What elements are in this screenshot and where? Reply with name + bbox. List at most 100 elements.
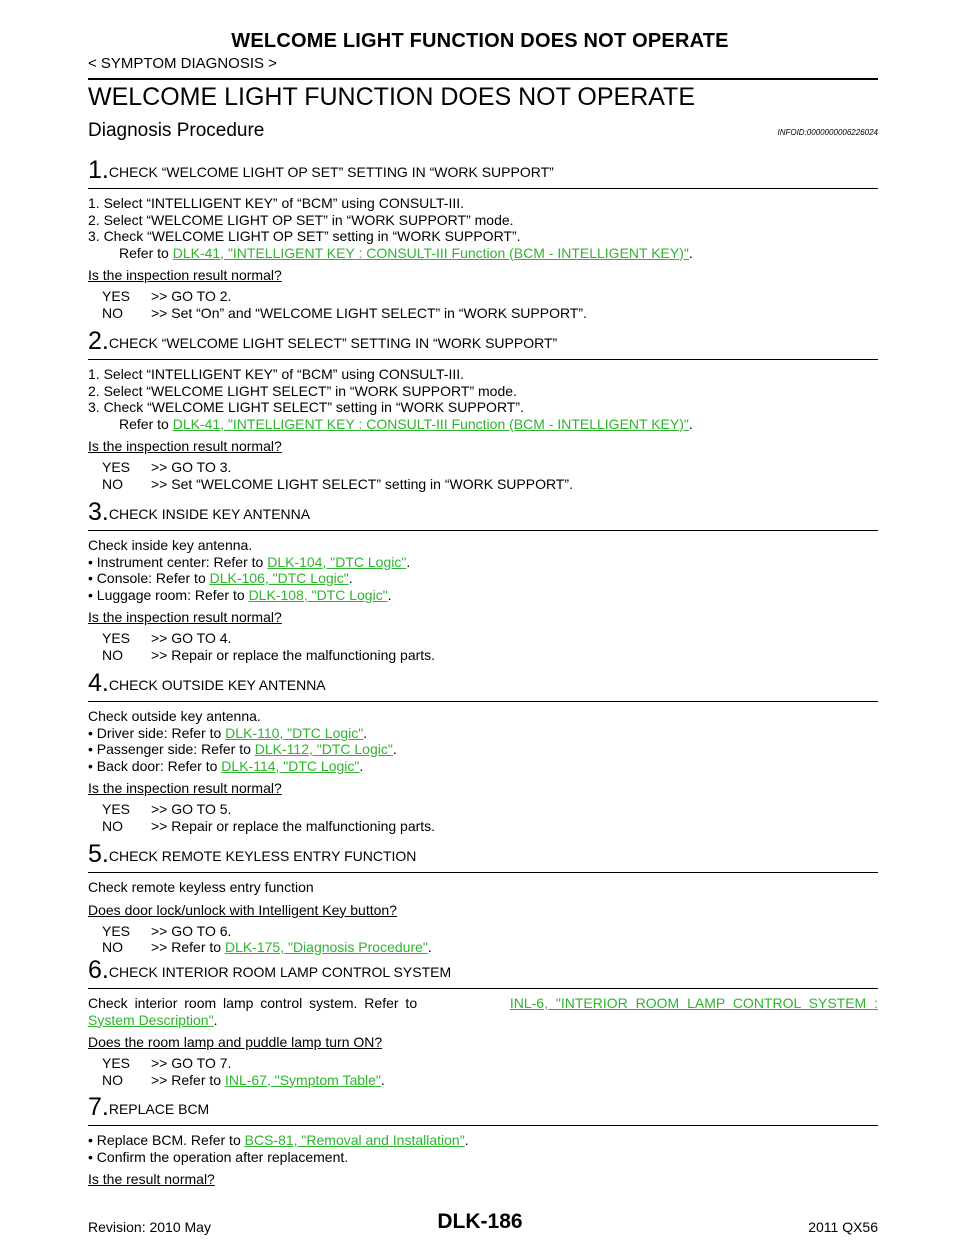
intro-line-cont: System Description". (88, 1012, 878, 1029)
bullet-text: • Driver side: Refer to (88, 724, 226, 741)
instruction-line: 3. Check “WELCOME LIGHT SELECT” setting … (88, 399, 524, 415)
answers: YES>> GO TO 3. NO >> Set “WELCOME LIGHT S… (88, 459, 878, 492)
answer-yes: YES>> GO TO 3. (102, 459, 878, 476)
no-text: >> Set “WELCOME LIGHT SELECT” setting in… (151, 475, 573, 492)
yes-label: YES (102, 801, 131, 817)
reference-link[interactable]: DLK-112, "DTC Logic" (254, 741, 393, 757)
answer-no: NO >> Set “On” and “WELCOME LIGHT SELECT”… (102, 305, 878, 322)
step-5: 5.CHECK REMOTE KEYLESS ENTRY FUNCTION Ch… (88, 840, 878, 956)
no-label: NO (102, 817, 123, 834)
instruction-line: 3. Check “WELCOME LIGHT OP SET” setting … (88, 228, 521, 244)
answer-yes: YES >> GO TO 6. (102, 923, 878, 940)
question: Is the inspection result normal? (88, 609, 282, 625)
reference-link[interactable]: INL-6, "INTERIOR ROOM LAMP CONTROL SYSTE… (509, 995, 878, 1011)
reference-link[interactable]: DLK-114, "DTC Logic" (221, 757, 360, 774)
reference-link[interactable]: DLK-110, "DTC Logic" (225, 724, 364, 741)
diagnosis-title: Diagnosis Procedure (88, 120, 265, 141)
step-title: CHECK OUTSIDE KEY ANTENNA (108, 677, 326, 693)
yes-label: YES (102, 922, 131, 939)
step-body: Check outside key antenna. • Driver side… (88, 708, 878, 774)
period: . (363, 724, 368, 741)
step-number: 6. (88, 956, 109, 984)
yes-text: >> GO TO 5. (151, 801, 232, 817)
instruction-line: 2. Select “WELCOME LIGHT OP SET” in “WOR… (88, 211, 514, 228)
no-label: NO (102, 646, 123, 663)
answers: YES>> GO TO 7. NO>> Refer to INL-67, "Sy… (88, 1055, 878, 1088)
step-body: Check inside key antenna. • Instrument c… (88, 537, 878, 603)
step-title: CHECK INSIDE KEY ANTENNA (108, 506, 311, 522)
answer-no: NO >> Repair or replace the malfunctionin… (102, 647, 878, 664)
question: Does the room lamp and puddle lamp turn … (88, 1034, 383, 1050)
period: . (359, 757, 364, 774)
yes-text: >> GO TO 4. (151, 630, 232, 646)
step-number: 2. (88, 327, 109, 355)
no-text: >> Repair or replace the malfunctioning … (151, 646, 436, 663)
yes-text: >> GO TO 3. (151, 459, 232, 475)
step-title: REPLACE BCM (108, 1101, 210, 1117)
reference-link[interactable]: DLK-41, "INTELLIGENT KEY : CONSULT-III F… (172, 244, 689, 261)
reference-link[interactable]: DLK-106, "DTC Logic" (209, 570, 349, 586)
yes-text: >> GO TO 7. (151, 1055, 232, 1071)
question: Does door lock/unlock with Intelligent K… (88, 901, 397, 918)
step-heading: 7.REPLACE BCM (88, 1093, 878, 1126)
no-label: NO (102, 475, 123, 492)
period: . (427, 939, 432, 955)
step-body: 1. Select “INTELLIGENT KEY” of “BCM” usi… (88, 366, 878, 432)
bullet-item: • Replace BCM. Refer to BCS-81, "Removal… (88, 1132, 878, 1149)
period: . (406, 553, 411, 570)
yes-label: YES (102, 630, 131, 646)
period: . (392, 741, 397, 757)
yes-text: >> GO TO 6. (151, 922, 232, 939)
step-title: CHECK “WELCOME LIGHT OP SET” SETTING IN … (108, 164, 554, 180)
answer-yes: YES >> GO TO 5. (102, 801, 878, 818)
period: . (380, 1071, 385, 1088)
period: . (464, 1132, 469, 1148)
bullet-item: • Console: Refer to DLK-106, "DTC Logic"… (88, 570, 878, 587)
reference-link[interactable]: BCS-81, "Removal and Installation" (244, 1132, 465, 1148)
answer-yes: YES>> GO TO 2. (102, 288, 878, 305)
refer-prefix: Refer to (119, 415, 173, 432)
intro-line: Check remote keyless entry function (88, 879, 314, 895)
reference-link[interactable]: DLK-175, "Diagnosis Procedure" (224, 939, 428, 955)
info-id: INFOID:0000000006226024 (777, 128, 878, 137)
running-header-title: WELCOME LIGHT FUNCTION DOES NOT OPERATE (231, 30, 729, 52)
period: . (688, 244, 693, 261)
no-label: NO (102, 304, 123, 321)
reference-link[interactable]: DLK-41, "INTELLIGENT KEY : CONSULT-III F… (172, 415, 689, 432)
bullet-text: • Passenger side: Refer to (88, 741, 255, 757)
answer-yes: YES>> GO TO 7. (102, 1055, 878, 1072)
step-1: 1.CHECK “WELCOME LIGHT OP SET” SETTING I… (88, 156, 878, 321)
reference-link-cont[interactable]: System Description" (88, 1011, 214, 1028)
bullet-item: • Driver side: Refer to DLK-110, "DTC Lo… (88, 725, 878, 742)
answers: YES>> GO TO 2. NO >> Set “On” and “WELCOM… (88, 288, 878, 321)
no-text: >> Set “On” and “WELCOME LIGHT SELECT” i… (151, 304, 587, 321)
intro-line: Check interior room lamp control system.… (88, 995, 878, 1012)
answers: YES >> GO TO 5. NO >> Repair or replace th… (88, 801, 878, 834)
bullet-text: • Replace BCM. Refer to (88, 1132, 245, 1148)
reference-link[interactable]: INL-67, "Symptom Table" (224, 1071, 381, 1088)
refer-prefix: Refer to (119, 244, 173, 261)
bullet-item: • Instrument center: Refer to DLK-104, "… (88, 554, 878, 571)
answer-no: NO>> Refer to INL-67, "Symptom Table". (102, 1072, 878, 1089)
refer-line: Refer to DLK-41, "INTELLIGENT KEY : CONS… (88, 245, 878, 262)
step-4: 4.CHECK OUTSIDE KEY ANTENNA Check outsid… (88, 669, 878, 834)
intro-text: Check interior room lamp control system.… (88, 995, 418, 1011)
yes-text: >> GO TO 2. (151, 288, 232, 304)
answers: YES >> GO TO 4. NO >> Repair or replace th… (88, 630, 878, 663)
bullet-text: • Instrument center: Refer to (88, 553, 268, 570)
step-body: • Replace BCM. Refer to BCS-81, "Removal… (88, 1132, 878, 1165)
question: Is the inspection result normal? (88, 267, 282, 283)
bullet-item: • Luggage room: Refer to DLK-108, "DTC L… (88, 587, 878, 604)
no-text: >> Repair or replace the malfunctioning … (151, 817, 436, 834)
step-number: 4. (88, 669, 109, 697)
page-number: DLK-186 (437, 1210, 523, 1233)
step-number: 3. (88, 498, 109, 526)
intro-line: Check inside key antenna. (88, 537, 253, 553)
reference-link[interactable]: DLK-108, "DTC Logic" (248, 586, 388, 603)
diagnosis-heading: Diagnosis Procedure INFOID:0000000006226… (88, 120, 878, 142)
step-heading: 3.CHECK INSIDE KEY ANTENNA (88, 498, 878, 531)
bullet-text: • Luggage room: Refer to (88, 586, 249, 603)
reference-link[interactable]: DLK-104, "DTC Logic" (267, 553, 407, 570)
section-label: < SYMPTOM DIAGNOSIS > (88, 55, 277, 72)
bullet-item: • Confirm the operation after replacemen… (88, 1148, 349, 1165)
